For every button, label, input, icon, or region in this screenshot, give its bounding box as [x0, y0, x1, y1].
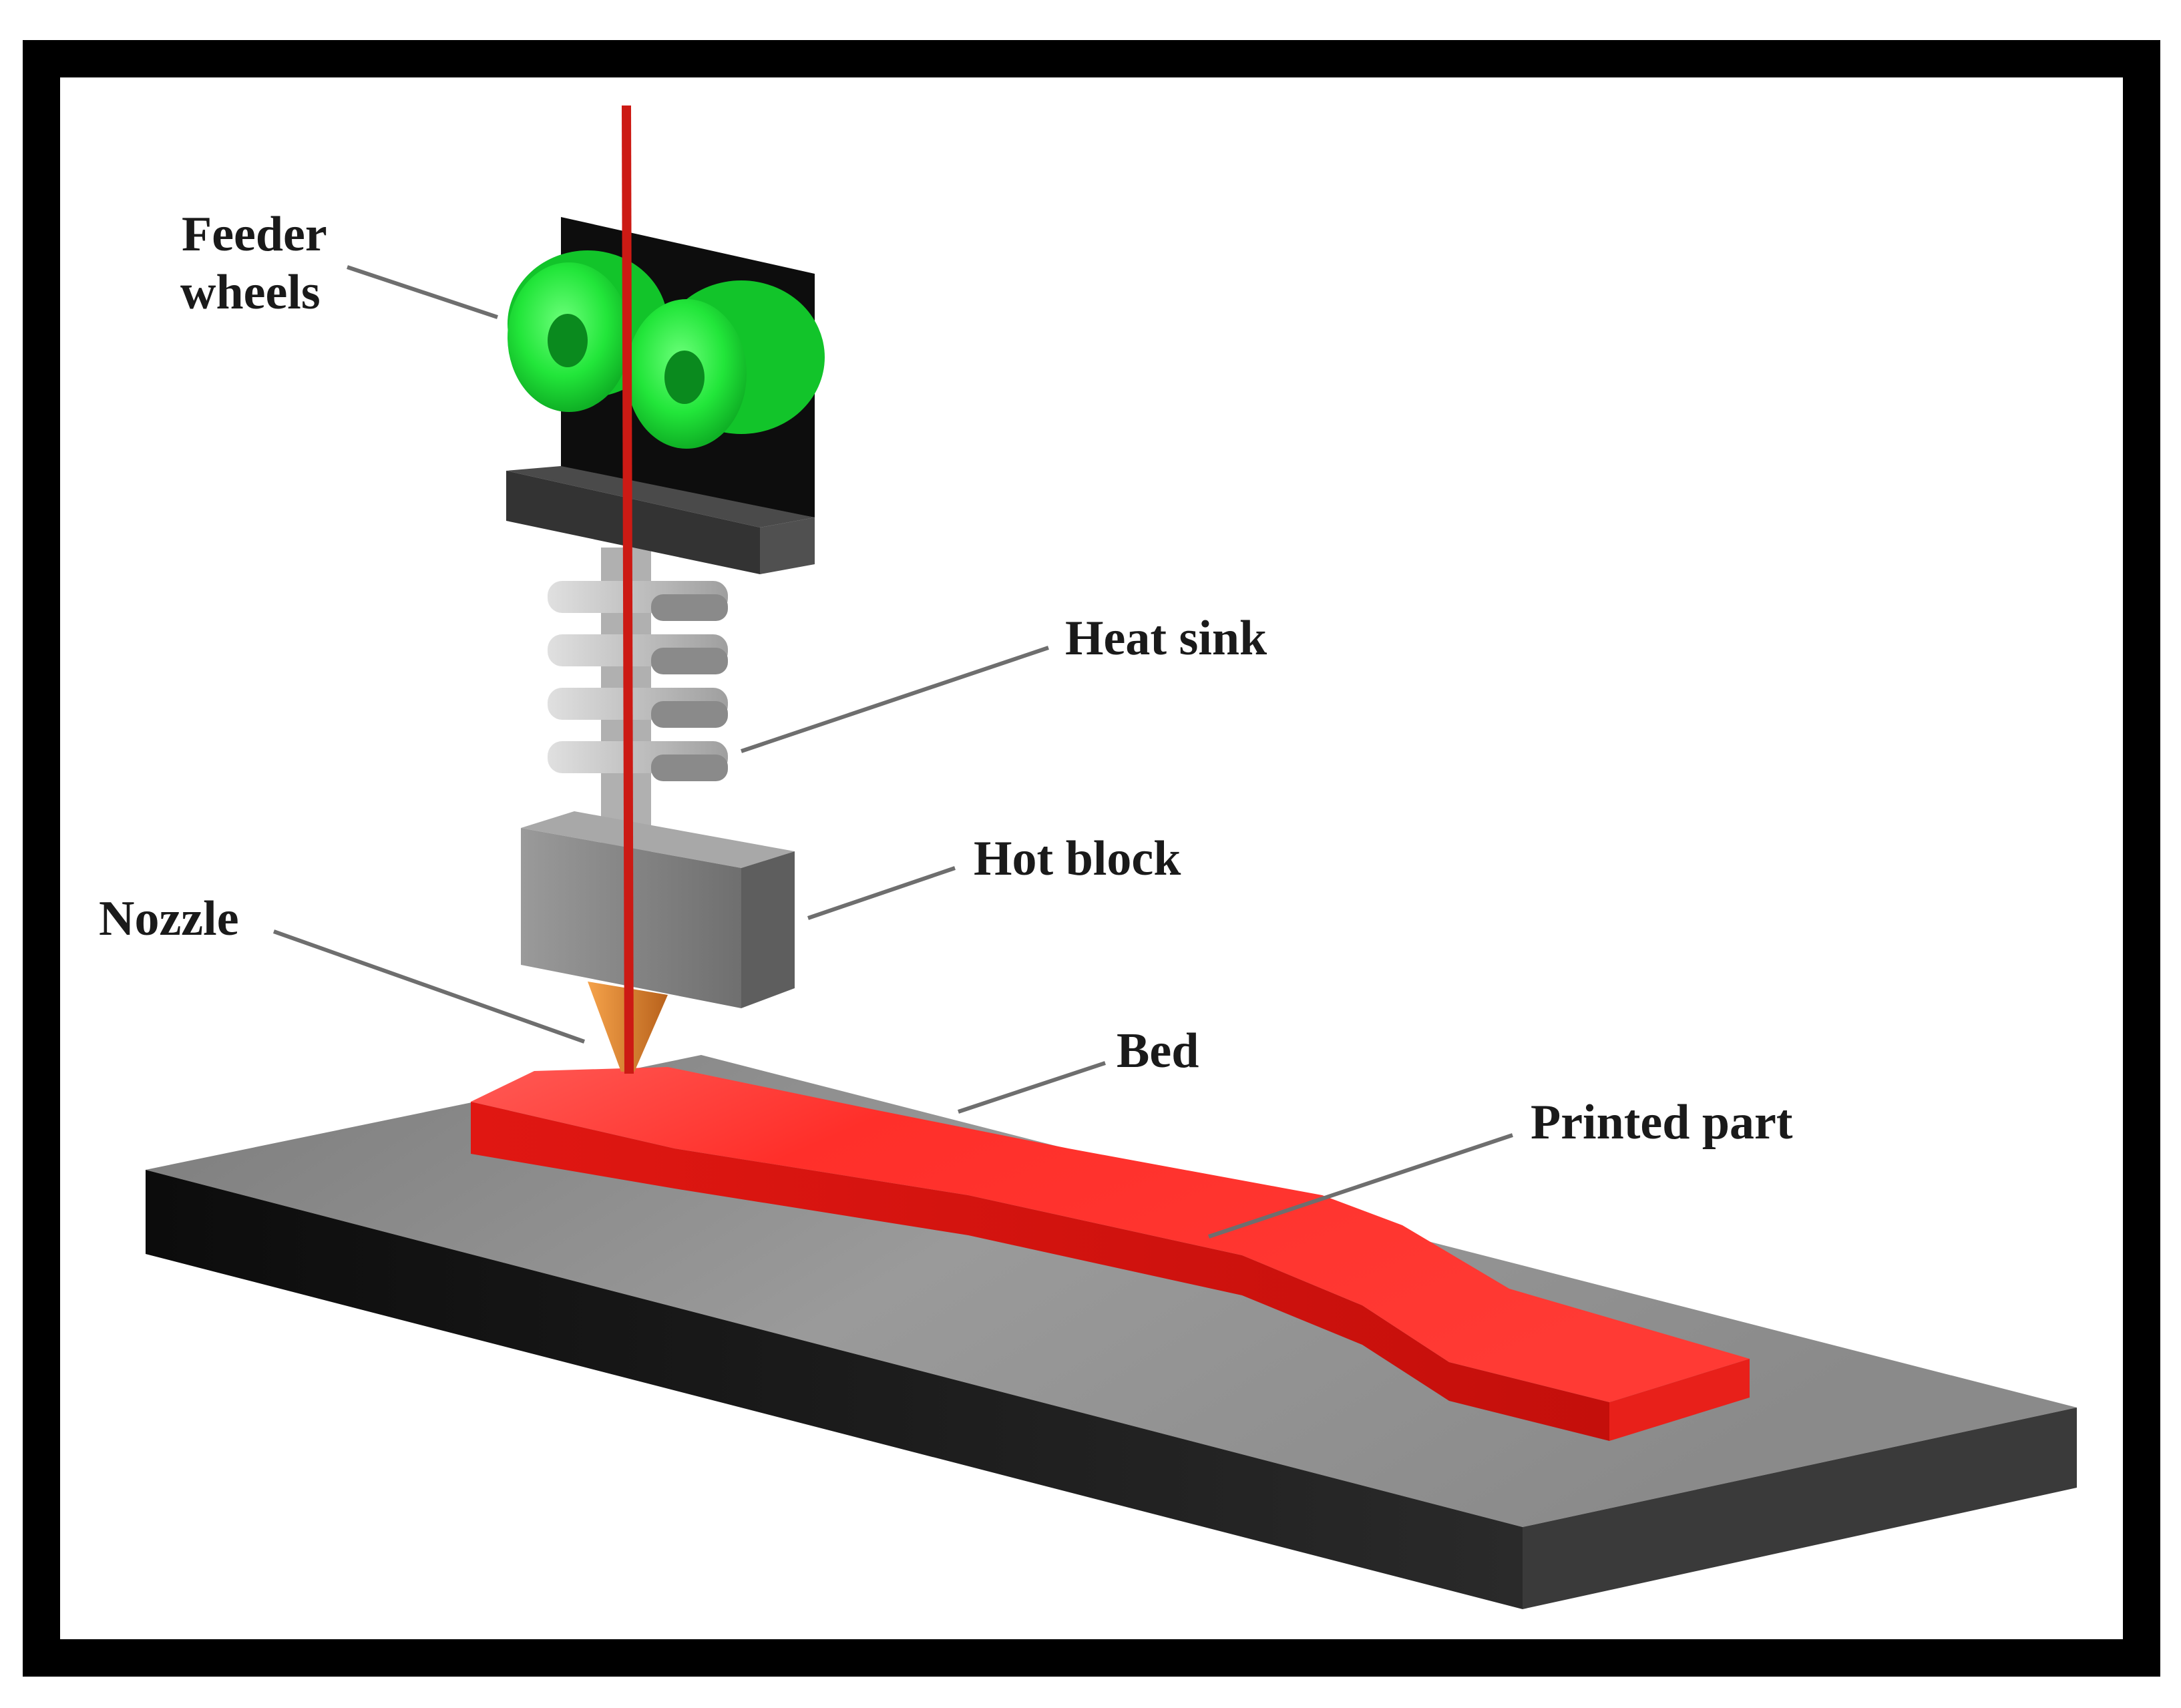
frame-border — [23, 40, 2160, 1677]
leader-bed — [958, 1061, 1106, 1114]
label-nozzle: Nozzle — [99, 891, 239, 946]
label-feeder-wheels-line1: Feeder — [182, 207, 327, 262]
label-bed: Bed — [1117, 1024, 1199, 1078]
label-heat-sink: Heat sink — [1065, 611, 1267, 666]
leader-heat-sink — [741, 646, 1049, 753]
printed-part-end-face — [1609, 1359, 1750, 1441]
leader-nozzle — [272, 929, 586, 1044]
leader-printed-part — [1208, 1133, 1513, 1239]
feeder-wheel-left-hub — [548, 314, 588, 367]
printed-part — [471, 1067, 1750, 1441]
filament — [622, 105, 634, 1074]
label-feeder-wheels-line2: wheels — [180, 265, 321, 320]
heat-sink-fin-shade — [651, 648, 728, 674]
label-printed-part: Printed part — [1531, 1095, 1793, 1150]
hot-block — [521, 811, 795, 1008]
mount-bracket-front — [506, 471, 760, 574]
heat-sink — [548, 548, 728, 861]
heat-sink-fin-shade — [651, 594, 728, 621]
printed-part-top — [471, 1067, 1750, 1402]
mount-bracket-top — [506, 466, 815, 527]
heat-sink-fin-shade — [651, 701, 728, 728]
printed-part-side — [471, 1102, 1609, 1441]
bed-front-side — [146, 1170, 1523, 1609]
leader-feeder-wheels — [347, 265, 498, 319]
heat-sink-fin-shade — [651, 755, 728, 781]
bed-right-side — [1523, 1408, 2077, 1609]
label-hot-block: Hot block — [974, 831, 1181, 886]
feeder-wheel-right-hub — [664, 351, 705, 404]
mount-bracket-side — [760, 517, 815, 574]
hot-block-side — [741, 851, 795, 1008]
leader-hot-block — [807, 866, 956, 920]
hot-block-top — [521, 811, 795, 868]
mount-bracket — [506, 466, 815, 574]
